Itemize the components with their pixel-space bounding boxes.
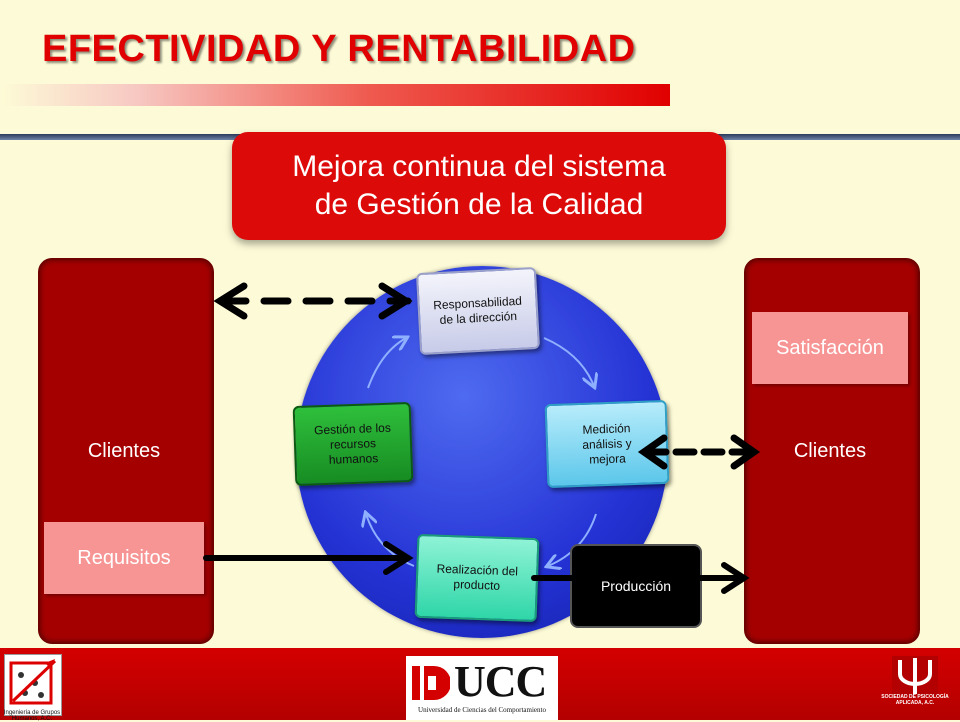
psychology-society-logo	[892, 656, 938, 696]
psychology-society-caption: SOCIEDAD DE PSICOLOGÍA APLICADA, A.C.	[881, 694, 949, 706]
banner-line-1: Mejora continua del sistema	[292, 150, 666, 183]
ucc-logo-mark	[412, 666, 450, 700]
arrow-production-to-clients	[531, 562, 750, 594]
cycle-arrow-left-top	[367, 338, 406, 389]
igh-logo	[4, 654, 62, 716]
dashed-arrow-clients-to-management	[213, 282, 413, 320]
requirements-box: Requisitos	[44, 522, 204, 594]
ucc-logo-subtitle: Universidad de Ciencias del Comportamien…	[418, 706, 546, 714]
clients-input-label: Clientes	[87, 440, 161, 462]
clients-output-label: Clientes	[793, 440, 867, 462]
title-underline-bar	[0, 84, 670, 106]
ucc-logo-text: UCC	[454, 657, 547, 706]
slide-title: EFECTIVIDAD Y RENTABILIDAD	[42, 28, 636, 70]
satisfaction-box: Satisfacción	[752, 312, 908, 384]
igh-logo-graphic	[9, 659, 57, 705]
dashed-arrow-measurement-to-clients	[637, 434, 761, 470]
production-box: Producción	[570, 544, 702, 628]
continuous-improvement-banner: Mejora continua del sistema de Gestión d…	[232, 132, 726, 240]
banner-line-2: de Gestión de la Calidad	[314, 188, 644, 221]
igh-logo-caption: Ingeniería de Grupos Humanos, A.C.	[3, 710, 61, 722]
cycle-arrow-top-right	[543, 337, 594, 386]
arrow-requirements-to-realization	[203, 541, 414, 575]
